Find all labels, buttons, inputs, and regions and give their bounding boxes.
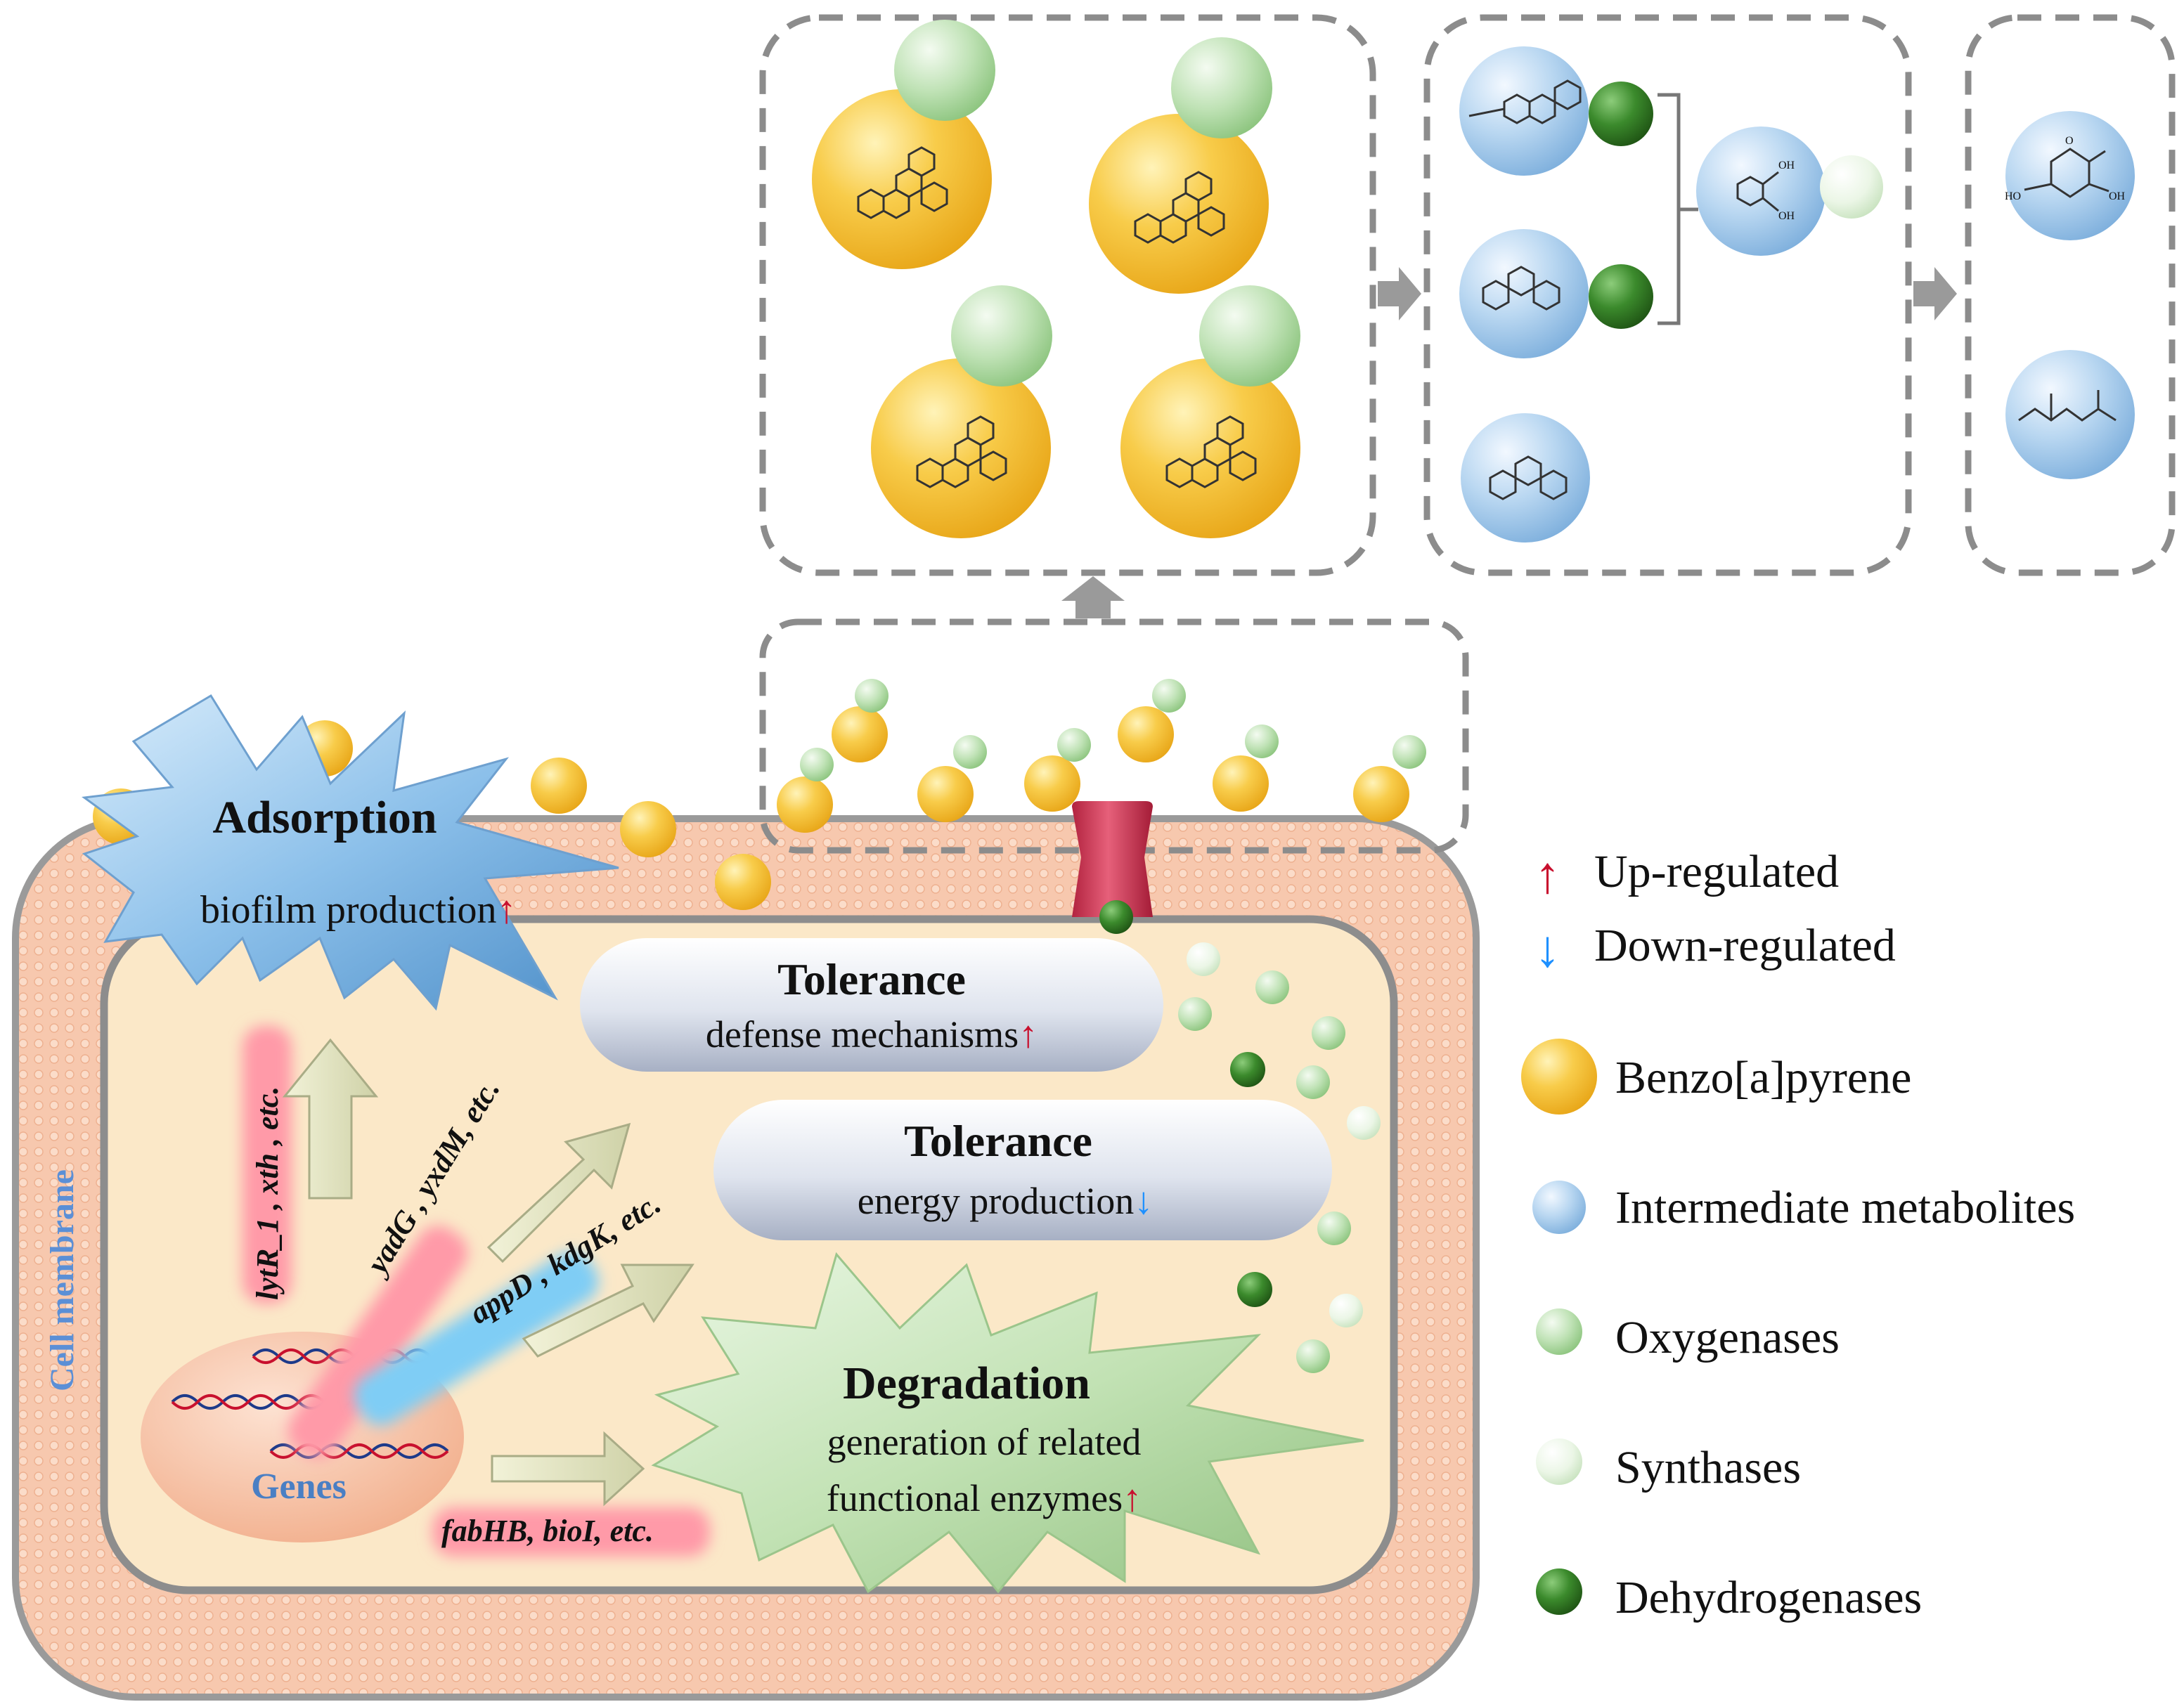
bap-oxygenase-complexes <box>812 20 1300 538</box>
intermediate-ball <box>1459 46 1589 176</box>
panel-products <box>1965 14 2176 576</box>
arrow-right-2-icon <box>1913 267 1957 320</box>
degradation-title: Degradation <box>843 1358 1090 1409</box>
legend-dehydrogenase-label: Dehydrogenases <box>1615 1572 1922 1623</box>
intermediate-ball <box>1461 413 1590 543</box>
oxygenase-ball <box>1199 285 1300 386</box>
legend-bap-label: Benzo[a]pyrene <box>1615 1052 1911 1103</box>
chem-label-oh: OH <box>1778 210 1795 222</box>
panel-bap-oxygenation <box>759 14 1376 576</box>
legend-up-label: Up-regulated <box>1594 846 1839 897</box>
cell-membrane-label: Cell membrane <box>44 1169 81 1391</box>
oxygenase-ball <box>951 285 1052 386</box>
dehydrogenase-ball <box>1589 82 1653 146</box>
intermediate-metabolites: OH OH <box>1459 46 1883 543</box>
tolerance2-sub: energy production↓ <box>858 1180 1153 1222</box>
adsorption-star <box>82 694 619 1011</box>
chem-label-ho: HO <box>2005 190 2021 202</box>
regulation-arrow-icon <box>282 1038 379 1200</box>
gene-highlight-bars <box>243 1026 710 1557</box>
membrane-channel-icon <box>1072 801 1153 934</box>
degradation-sub2: functional enzymes↑ <box>827 1477 1142 1519</box>
chem-label-o: O <box>2065 135 2074 147</box>
degradation-star <box>651 1252 1364 1594</box>
arrow-right-1-icon <box>1378 267 1421 320</box>
degradation-sub1: generation of related <box>827 1421 1142 1463</box>
legend: ↑ Up-regulated ↓ Down-regulated Benzo[a]… <box>1521 846 2075 1623</box>
dehydrogenase-ball <box>1589 264 1653 329</box>
bap-ball <box>871 358 1051 538</box>
tolerance-pill-2 <box>713 1100 1332 1240</box>
tolerance1-title: Tolerance <box>777 954 966 1004</box>
bap-structure-icons <box>857 146 1257 488</box>
intracellular-enzymes <box>1178 942 1381 1373</box>
bap-ball <box>812 89 992 269</box>
tolerance-pill-1 <box>580 938 1163 1072</box>
intermediate-ball <box>2005 111 2135 240</box>
synthase-ball <box>1820 155 1883 219</box>
arrow-up-icon <box>1061 576 1125 618</box>
regulation-arrow-icon <box>522 1263 694 1358</box>
tolerance2-title: Tolerance <box>904 1116 1092 1166</box>
bap-ball <box>1120 358 1300 538</box>
gene-label-4: fabHB, bioI, etc. <box>441 1514 654 1548</box>
bracket <box>1658 93 1698 325</box>
oxygenase-ball <box>1171 37 1272 138</box>
oxygenase-ball <box>894 20 995 121</box>
legend-up-arrow: ↑ <box>1534 847 1561 904</box>
flow-arrows <box>1061 267 1957 618</box>
legend-bap-swatch <box>1521 1039 1597 1115</box>
legend-oxygenase-label: Oxygenases <box>1615 1312 1840 1363</box>
gene-label-1: lytR_1 , xth , etc. <box>250 1086 285 1300</box>
legend-synthase-swatch <box>1536 1438 1582 1485</box>
regulation-arrow-icon <box>491 1431 645 1507</box>
intermediate-ball <box>2005 350 2135 479</box>
regulation-arrow-icon <box>486 1122 631 1263</box>
adsorption-sub: biofilm production↑ <box>200 888 517 932</box>
legend-dehydrogenase-swatch <box>1536 1568 1582 1615</box>
adsorption-title: Adsorption <box>212 792 437 843</box>
legend-down-label: Down-regulated <box>1594 920 1896 971</box>
legend-oxygenase-swatch <box>1536 1308 1582 1355</box>
legend-intermediate-label: Intermediate metabolites <box>1615 1182 2075 1233</box>
tolerance1-sub: defense mechanisms↑ <box>706 1013 1038 1055</box>
genes-label: Genes <box>251 1467 347 1507</box>
extracellular-bap-oxygenase <box>777 679 1426 833</box>
legend-intermediate-swatch <box>1532 1181 1586 1234</box>
legend-down-arrow: ↓ <box>1534 921 1561 978</box>
chem-label-oh: OH <box>1778 160 1795 171</box>
final-products: HO OH O <box>2005 111 2135 479</box>
intermediate-ball <box>1696 126 1826 256</box>
regulation-arrows <box>282 1038 694 1507</box>
bap-ball <box>1089 114 1269 294</box>
legend-synthase-label: Synthases <box>1615 1442 1801 1493</box>
chem-label-oh: OH <box>2109 190 2126 202</box>
